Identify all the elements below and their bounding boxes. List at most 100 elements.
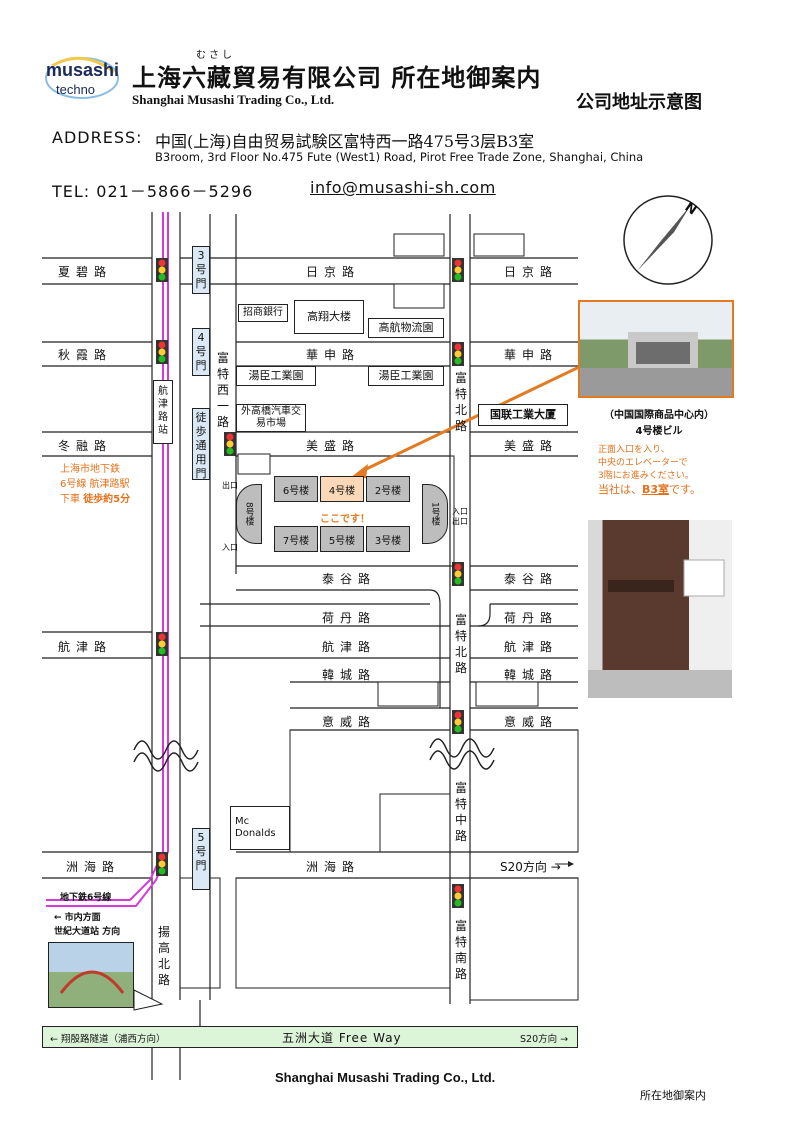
street-rijing-1: 日京路 (306, 265, 361, 279)
metro-direction-2: 世紀大道站 方向 (54, 927, 121, 937)
metro-line-2: 6号線 航津路駅 (60, 479, 130, 490)
landmark-guolian: 国联工業大厦 (478, 404, 568, 426)
address-label: ADDRESS: (52, 128, 143, 147)
building-1: 1号楼 (422, 484, 448, 544)
email-link[interactable]: info@musashi-sh.com (310, 178, 496, 197)
office-photo-illustration (588, 559, 732, 698)
street-hedan-2: 荷丹路 (504, 611, 559, 625)
page-title: 上海六藏貿易有限公司 所在地御案内 (132, 64, 542, 92)
s20-direction: S20方向 → (500, 860, 561, 874)
directions-2: 中央のエレベーターで (598, 458, 688, 468)
company-name-en: Shanghai Musashi Trading Co., Ltd. (132, 92, 335, 107)
compass-icon (623, 195, 713, 285)
subtitle-cn: 公司地址示意图 (576, 92, 702, 113)
directions-3: 3階にお進みください。 (598, 471, 694, 481)
landmark-tangchen-1: 湯臣工業園 (236, 366, 316, 386)
building-6: 6号楼 (274, 476, 318, 502)
building-photo-illustration (628, 332, 698, 368)
street-zhouhai-1: 洲海路 (66, 860, 121, 874)
freeway-name: 五洲大道 Free Way (282, 1031, 402, 1045)
landmark-waigaoqiao: 外高橋汽車交易市場 (236, 404, 306, 432)
metro-walk: 徒歩約5分 (83, 494, 131, 505)
metro-line-3-row: 下車 徒歩約5分 (60, 492, 130, 507)
landmark-gaohang: 高航物流園 (368, 318, 444, 338)
exit-label-left: 出口 (222, 481, 238, 490)
directions-4: 当社は、 (598, 483, 642, 496)
room-number: B3室 (642, 483, 670, 496)
street-hancheng-1: 韓城路 (322, 668, 377, 682)
landmark-tangchen-2: 湯臣工業園 (368, 366, 444, 386)
street-futexi: 富特西一路 (216, 351, 229, 429)
street-futenan: 富特南路 (454, 919, 467, 981)
street-futezhong: 富特中路 (454, 781, 467, 843)
ruby-text: むさし (196, 50, 235, 61)
station-hangjin: 航津路站 (153, 380, 173, 444)
directions-note: 正面入口を入り、 中央のエレベーターで 3階にお進みください。 当社は、B3室で… (598, 444, 701, 496)
logo-text: musashi (46, 60, 120, 80)
gate-5: 5号門 (192, 828, 210, 890)
freeway-left-direction: ← 翔殷路隧道（浦西方向） (50, 1034, 166, 1045)
address-en: B3room, 3rd Floor No.475 Fute (West1) Ro… (155, 150, 644, 164)
gate-4: 4号門 (192, 328, 210, 376)
logo-subtext: techno (56, 82, 96, 97)
freeway-right-direction: S20方向 → (520, 1034, 569, 1045)
entrance-label-left: 入口 (222, 543, 238, 552)
road-break-symbols (133, 738, 495, 772)
street-rijing-2: 日京路 (504, 265, 559, 279)
street-huashen-1: 華申路 (306, 348, 361, 362)
street-yanggao: 揚高北路 (157, 925, 170, 987)
photo-caption-2: 4号楼ビル (635, 426, 683, 437)
street-taigu-1: 泰谷路 (322, 572, 377, 586)
landmark-mcdonalds: Mc Donalds (230, 806, 290, 850)
here-marker: ここです！ (320, 514, 370, 525)
street-yiwei-2: 意威路 (504, 715, 559, 729)
street-meisheng-2: 美盛路 (504, 439, 559, 453)
telephone: TEL: 021－5866－5296 (52, 182, 254, 201)
station-photo (48, 942, 134, 1008)
building-8: 8号楼 (236, 484, 262, 544)
street-futebei-1: 富特北路 (454, 371, 467, 433)
building-7: 7号楼 (274, 526, 318, 552)
metro-direction-1: ← 市内方面 (54, 913, 101, 923)
metro-info: 上海市地下鉄 6号線 航津路駅 下車 徒歩約5分 (60, 462, 130, 507)
building-5: 5号楼 (320, 526, 364, 552)
logo-swoosh-icon (45, 56, 119, 99)
street-futebei-2: 富特北路 (454, 613, 467, 675)
landmark-gaoxiang: 高翔大楼 (294, 300, 364, 334)
street-hancheng-2: 韓城路 (504, 668, 559, 682)
directions-1: 正面入口を入り、 (598, 445, 670, 455)
street-meisheng-1: 美盛路 (306, 439, 361, 453)
street-hangjin-1: 航津路 (58, 640, 113, 654)
directions-4-row: 当社は、B3室です。 (598, 483, 701, 496)
building-photo (578, 300, 734, 398)
footer-company: Shanghai Musashi Trading Co., Ltd. (275, 1070, 496, 1085)
street-hangjin-2: 航津路 (322, 640, 377, 654)
metro-line-6 (46, 212, 169, 907)
landmark-zhaoshang: 招商銀行 (238, 304, 288, 322)
exit-label-right: 出口 (452, 517, 468, 526)
building-4: 4号楼 (320, 476, 364, 502)
arch-icon (59, 970, 125, 994)
entrance-label-right: 入口 (452, 507, 468, 516)
street-taigu-2: 泰谷路 (504, 572, 559, 586)
block-outlines (179, 233, 579, 1001)
freeway-band (42, 1026, 578, 1048)
traffic-lights (156, 258, 464, 908)
street-hangjin-3: 航津路 (504, 640, 559, 654)
office-photo (588, 520, 732, 698)
metro-line-label: 地下鉄6号線 (60, 893, 112, 903)
building-3: 3号楼 (366, 526, 410, 552)
directions-5: です。 (669, 483, 701, 496)
street-yiwei-1: 意威路 (322, 715, 377, 729)
street-xiabi: 夏碧路 (58, 265, 113, 279)
gate-walk: 徒歩通用門 (192, 408, 210, 480)
street-dongrong: 冬融路 (58, 439, 113, 453)
metro-line-3: 下車 (60, 494, 80, 505)
street-qiuxia: 秋霞路 (58, 348, 113, 362)
footer-title: 所在地御案内 (640, 1089, 706, 1102)
metro-line-1: 上海市地下鉄 (60, 464, 120, 475)
street-zhouhai-2: 洲海路 (306, 860, 361, 874)
building-2: 2号楼 (366, 476, 410, 502)
street-hedan-1: 荷丹路 (322, 611, 377, 625)
